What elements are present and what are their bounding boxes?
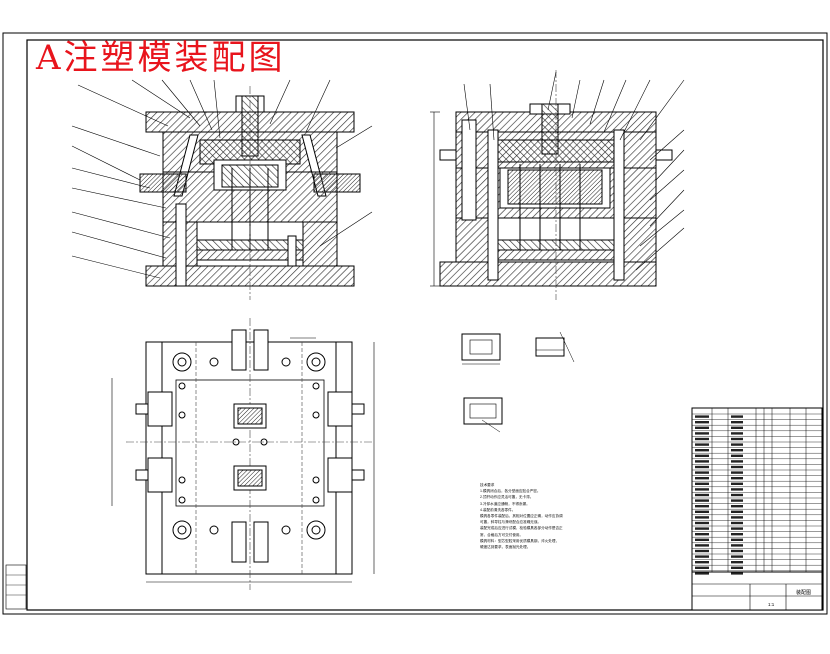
bom-cell-mark xyxy=(695,432,709,435)
plan-view xyxy=(111,318,375,590)
inner-border xyxy=(26,39,824,611)
bom-cell-mark xyxy=(695,544,709,547)
bom-cell-mark xyxy=(731,493,743,497)
notes-line: 模具材料：型芯型腔采用优质模具钢，淬火处理， xyxy=(480,538,560,543)
bom-cell-mark xyxy=(731,555,743,558)
drawing-title: A注塑模装配图 xyxy=(36,38,286,78)
notes-line: 装配完成后应进行试模，检验模具各部分动作是否正 xyxy=(480,526,563,531)
bom-cell-mark xyxy=(731,460,743,463)
bom-cell-mark xyxy=(731,527,743,530)
bom-cell-mark xyxy=(695,510,709,513)
side-section-view xyxy=(430,70,685,300)
side-marker-block xyxy=(5,564,27,610)
bom-cell-mark xyxy=(695,516,709,519)
bom-cell-mark xyxy=(731,533,743,536)
notes-line: 可靠，斜导柱与滑块配合应准确无误。 xyxy=(480,520,542,525)
bom-cell-mark xyxy=(695,555,709,558)
bom-cell-mark xyxy=(731,488,743,491)
bom-cell-mark xyxy=(695,443,709,446)
bom-cell-mark xyxy=(695,454,709,457)
bom-cell-mark xyxy=(731,561,743,564)
notes-line: 常，合格后方可交付使用。 xyxy=(480,532,524,537)
bom-cell-mark xyxy=(695,421,709,424)
bom-cell-mark xyxy=(731,471,743,474)
bom-cell-mark xyxy=(731,454,743,457)
detail-part-views xyxy=(461,331,575,433)
bom-cell-mark xyxy=(731,477,743,480)
bom-cell-mark xyxy=(731,510,743,513)
bom-cell-mark xyxy=(731,415,743,418)
bom-cell-mark xyxy=(731,499,743,502)
technical-requirements: 技术要求 1.模具闭合后，各分型面应贴合严密。 2.顶杆动作应灵活可靠，无卡滞。… xyxy=(480,482,598,550)
bom-cell-mark xyxy=(731,544,743,547)
notes-line: 1.模具闭合后，各分型面应贴合严密。 xyxy=(480,489,541,494)
notes-line: 模具各零件装配后，其相对位置应正确，动作应协调 xyxy=(480,514,563,519)
bom-cell-mark xyxy=(731,426,743,429)
bom-cell-mark xyxy=(695,465,709,469)
notes-line: 4.装配前清洗各零件。 xyxy=(480,507,516,512)
bom-cell-mark xyxy=(731,432,743,435)
outer-border xyxy=(2,32,828,615)
bom-cell-mark xyxy=(695,538,709,541)
bom-cell-mark xyxy=(695,566,709,569)
bom-cell-mark xyxy=(731,465,743,469)
bom-cell-mark xyxy=(731,572,743,575)
bom-cell-mark xyxy=(731,421,743,424)
bom-cell-mark xyxy=(731,443,743,446)
bom-cell-mark xyxy=(731,437,743,441)
bom-cell-mark xyxy=(695,499,709,502)
bom-cell-mark xyxy=(695,505,709,508)
bom-cell-mark xyxy=(731,538,743,541)
bom-cell-mark xyxy=(731,521,743,525)
bom-cell-mark xyxy=(695,449,709,452)
bom-cell-mark xyxy=(695,527,709,530)
scale-label: 1:1 xyxy=(768,602,775,607)
notes-heading: 技术要求 xyxy=(480,483,495,487)
bill-of-materials: 装配图 1:1 xyxy=(691,407,823,611)
bom-cell-mark xyxy=(695,426,709,429)
bom-cell-mark xyxy=(695,493,709,497)
bom-cell-mark xyxy=(695,460,709,463)
drawing-name-label: 装配图 xyxy=(796,589,811,596)
bom-cell-mark xyxy=(731,449,743,452)
bom-cell-mark xyxy=(695,488,709,491)
bom-cell-mark xyxy=(695,549,709,553)
notes-line: 3.冷却水道应通畅，不得渗漏。 xyxy=(480,501,530,506)
notes-line: 2.顶杆动作应灵活可靠，无卡滞。 xyxy=(480,495,534,500)
notes-line: 硬度达到要求，表面抛光处理。 xyxy=(480,545,531,550)
bom-cell-mark xyxy=(731,505,743,508)
bom-cell-mark xyxy=(695,437,709,441)
bom-cell-mark xyxy=(695,572,709,575)
bom-cell-mark xyxy=(731,566,743,569)
bom-cell-mark xyxy=(695,533,709,536)
bom-cell-mark xyxy=(695,521,709,525)
bom-cell-mark xyxy=(695,477,709,480)
bom-cell-mark xyxy=(731,549,743,553)
bom-cell-mark xyxy=(695,561,709,564)
bom-cell-mark xyxy=(695,482,709,485)
front-section-view xyxy=(71,79,373,300)
bom-cell-mark xyxy=(695,471,709,474)
bom-cell-mark xyxy=(731,516,743,519)
bom-cell-mark xyxy=(695,415,709,418)
bom-cell-mark xyxy=(731,482,743,485)
